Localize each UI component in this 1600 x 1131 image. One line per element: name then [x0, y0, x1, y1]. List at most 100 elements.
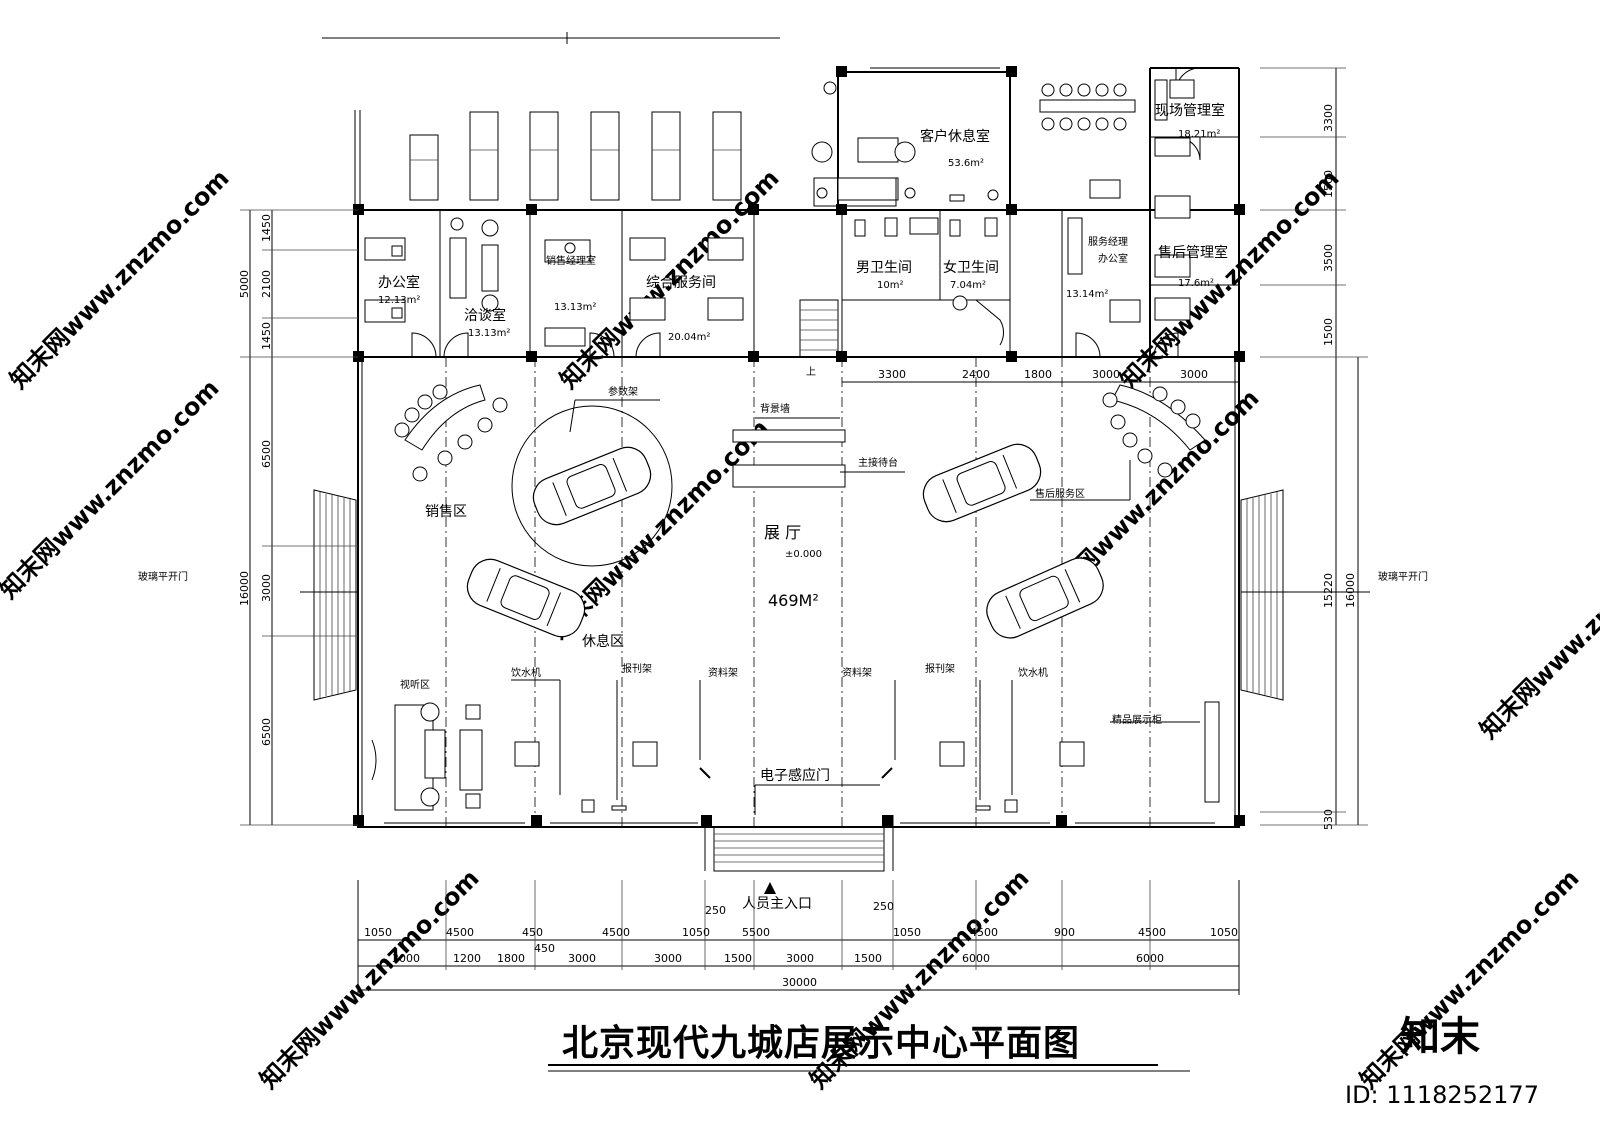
hall-name: 展 厅 [764, 523, 801, 542]
dim-bottom2-3: 1800 [497, 952, 525, 965]
site-management-label: 现场管理室 [1155, 102, 1225, 119]
dim-bottom2-8: 1500 [854, 952, 882, 965]
dim-total: 30000 [782, 976, 817, 989]
dim-bottom2-2: 1200 [453, 952, 481, 965]
dim-left-upper-3: 1450 [260, 322, 273, 350]
womens-wc-area: 7.04m² [950, 280, 986, 291]
water-dispenser-right-label: 饮水机 [1018, 666, 1048, 679]
dim-left-upper-2: 2100 [260, 270, 273, 298]
car [466, 558, 586, 638]
hall-labels: 展 厅 ±0.000 469M² 参数架 背景墙 主接待台 销售区 售后服务区 … [138, 366, 1428, 912]
dim-right-upper-1: 3300 [1322, 104, 1335, 132]
dim-bottom1-10: 4500 [1138, 926, 1166, 939]
dim-bottom2-9: 6000 [962, 952, 990, 965]
site-management-area: 18.21m² [1178, 129, 1220, 140]
dim-bottom1-7: 1050 [893, 926, 921, 939]
leader-lines [300, 399, 1370, 815]
watermark-text: 知末网www.znzmo.com [0, 374, 225, 604]
sensor-door-label: 电子感应门 [760, 767, 830, 784]
dim-bottom2-10: 6000 [1136, 952, 1164, 965]
hall-area: 469M² [768, 591, 819, 610]
dim-bottom1-4: 4500 [602, 926, 630, 939]
drawing-title: 北京现代九城店展示中心平面图 [562, 1022, 1080, 1064]
dim-top-5: 3000 [1180, 368, 1208, 381]
watermark-text: 知末网www.znzmo.com [1474, 514, 1600, 744]
top-outdoor-area [322, 32, 780, 205]
param-rack-label: 参数架 [608, 385, 638, 398]
structural-columns [353, 66, 1245, 826]
dimension-lines: 3300 2400 1800 3000 3000 1050 4500 450 4… [238, 67, 1368, 995]
building-walls [313, 67, 1284, 872]
magazine-rack-left-label: 报刊架 [622, 662, 652, 675]
entrance-arrow [764, 882, 776, 894]
brochure-rack-right-label: 资料架 [842, 666, 872, 679]
dim-left-lower-1: 6500 [260, 440, 273, 468]
dim-bottom1-1: 1050 [364, 926, 392, 939]
office-furniture [364, 79, 1195, 347]
sales-manager-area: 13.13m² [554, 302, 596, 313]
aftersales-management-area: 17.6m² [1178, 278, 1214, 289]
watermark-id: ID: 1118252177 [1345, 1081, 1539, 1109]
dim-bottom2-7: 3000 [786, 952, 814, 965]
general-service-area: 20.04m² [668, 332, 710, 343]
dim-bottom2-4: 3000 [568, 952, 596, 965]
dim-left-lower-2: 3000 [260, 574, 273, 602]
dim-bottom1-11: 1050 [1210, 926, 1238, 939]
hall-elevation: ±0.000 [785, 549, 822, 560]
customer-lounge-area: 53.6m² [948, 158, 984, 169]
main-entrance-label: 人员主入口 [742, 896, 812, 912]
reception-desk-label: 主接待台 [858, 456, 898, 469]
dim-top-3: 1800 [1024, 368, 1052, 381]
main-entrance-steps [704, 815, 894, 872]
water-dispenser-left-label: 饮水机 [511, 666, 541, 679]
dim-left-lower-3: 6500 [260, 718, 273, 746]
dim-bottom1-8: 4500 [970, 926, 998, 939]
aftersales-area-label: 售后服务区 [1035, 487, 1085, 500]
dim-right-upper-2: 1500 [1322, 170, 1335, 198]
dim-top-2: 2400 [962, 368, 990, 381]
showroom-furniture [371, 384, 1220, 813]
dim-right-upper-4: 1500 [1322, 318, 1335, 346]
mens-wc-area: 10m² [877, 280, 903, 291]
dim-bottom2-5: 3000 [654, 952, 682, 965]
magazine-rack-right-label: 报刊架 [925, 662, 955, 675]
watermark-text: 知末网www.znzmo.com [254, 864, 484, 1094]
drawing-title-block: 北京现代九城店展示中心平面图 [548, 1022, 1190, 1072]
car [922, 443, 1042, 523]
service-manager-label: 服务经理 [1088, 235, 1128, 248]
dim-bottom-extra-2: 250 [705, 904, 726, 917]
office-label: 办公室 [378, 274, 420, 291]
dim-right-bottom: 530 [1322, 809, 1335, 830]
customer-lounge-label: 客户休息室 [920, 128, 990, 145]
sales-area-label: 销售区 [425, 504, 467, 520]
mens-wc-label: 男卫生间 [856, 260, 912, 276]
dim-top-4: 3000 [1092, 368, 1120, 381]
dim-left-upper-total: 5000 [238, 270, 251, 298]
car [532, 446, 652, 526]
display-cars [466, 443, 1104, 639]
dim-bottom1-6: 5500 [742, 926, 770, 939]
watermark-logo: 知末 [1400, 1014, 1480, 1060]
dim-top-1: 3300 [878, 368, 906, 381]
display-cabinet-label: 精品展示柜 [1112, 713, 1162, 726]
service-manager-label-2: 办公室 [1098, 252, 1128, 265]
dim-bottom2-1: 3000 [392, 952, 420, 965]
general-service-label: 综合服务间 [646, 275, 716, 291]
watermark-text: 知末网www.znzmo.com [1114, 164, 1344, 394]
stairs-up-label: 上 [806, 366, 816, 378]
stairs [799, 299, 839, 358]
service-manager-area: 13.14m² [1066, 289, 1108, 300]
glass-door-right-label: 玻璃平开门 [1378, 570, 1428, 583]
womens-wc-label: 女卫生间 [943, 259, 999, 276]
aftersales-management-label: 售后管理室 [1158, 244, 1228, 261]
watermark-text: 知末网www.znzmo.com [4, 164, 234, 394]
negotiation-room-area: 13.13m² [468, 328, 510, 339]
dim-left-upper-1: 1450 [260, 214, 273, 242]
negotiation-room-label: 洽谈室 [464, 307, 506, 324]
left-side-steps [313, 489, 357, 701]
office-area: 12.13m² [378, 295, 420, 306]
dim-bottom1-5: 1050 [682, 926, 710, 939]
av-area-label: 视听区 [400, 678, 430, 691]
backdrop-wall-label: 背景墙 [760, 402, 790, 415]
